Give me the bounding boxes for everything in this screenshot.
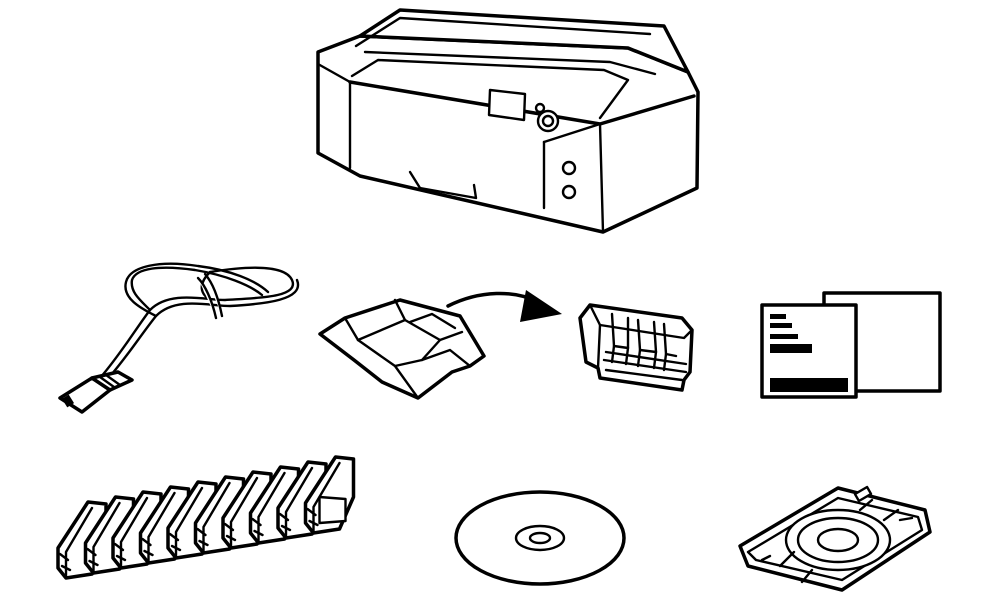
ink-tank-label [318,495,347,525]
disc-tray-icon [738,485,932,592]
print-head-icon [578,303,694,392]
ink-tanks-icon [56,455,356,580]
print-head-package-icon [318,298,486,400]
cd-rom-icon [454,490,626,586]
printer-icon [316,8,700,234]
power-cord-icon [58,262,300,414]
manual-documents-icon [760,291,942,399]
arrow-icon [446,290,562,322]
